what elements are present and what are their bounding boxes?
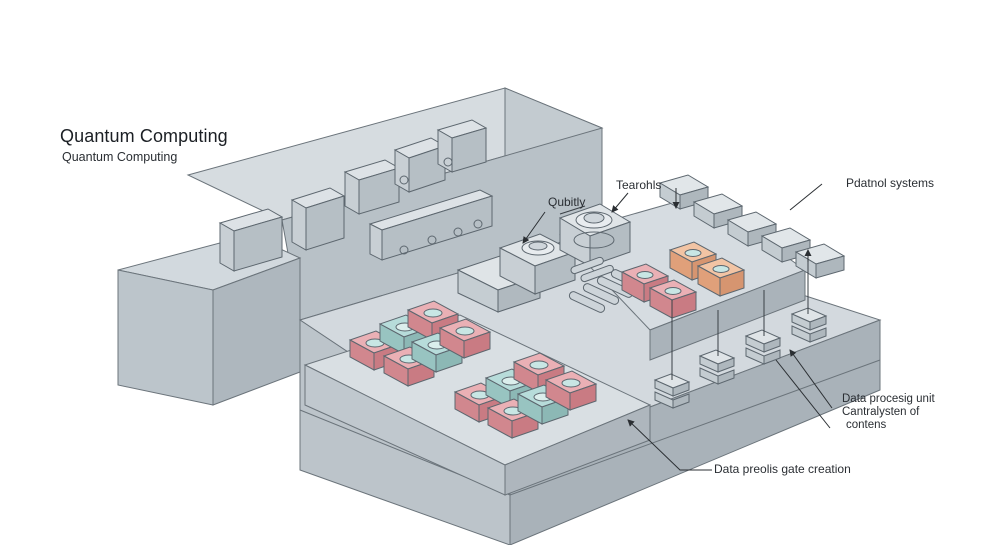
label-gate-creation: Data preolis gate creation <box>714 462 851 476</box>
front-qubit-cluster-a <box>348 300 492 387</box>
rack-module <box>393 137 447 193</box>
stacked-units <box>653 307 828 409</box>
page-subtitle: Quantum Computing <box>62 150 178 164</box>
left-block <box>117 234 302 406</box>
label-qubits: Qubitly <box>548 195 586 209</box>
qubit-cylinders <box>498 203 632 295</box>
label-central-line1: Cantralysten of <box>842 406 920 418</box>
page-title: Quantum Computing <box>60 126 228 146</box>
label-processing-unit: Data procesig unit <box>842 393 935 405</box>
connection-lines <box>559 205 809 380</box>
rack-module <box>436 119 488 173</box>
rack-modules <box>218 119 494 272</box>
label-tearohls: Tearohls <box>616 178 662 192</box>
label-central-line2: contens <box>846 419 887 431</box>
rack-module <box>368 189 494 261</box>
label-control-systems: Pdatnol systems <box>846 176 935 190</box>
rack-module <box>218 208 284 272</box>
gate-connectors <box>568 256 648 313</box>
right-qubit-cluster <box>620 241 746 319</box>
rack-module <box>290 187 346 251</box>
front-qubit-cluster-b <box>453 352 598 439</box>
rack-module <box>343 159 401 215</box>
leader-arrows <box>522 183 833 471</box>
